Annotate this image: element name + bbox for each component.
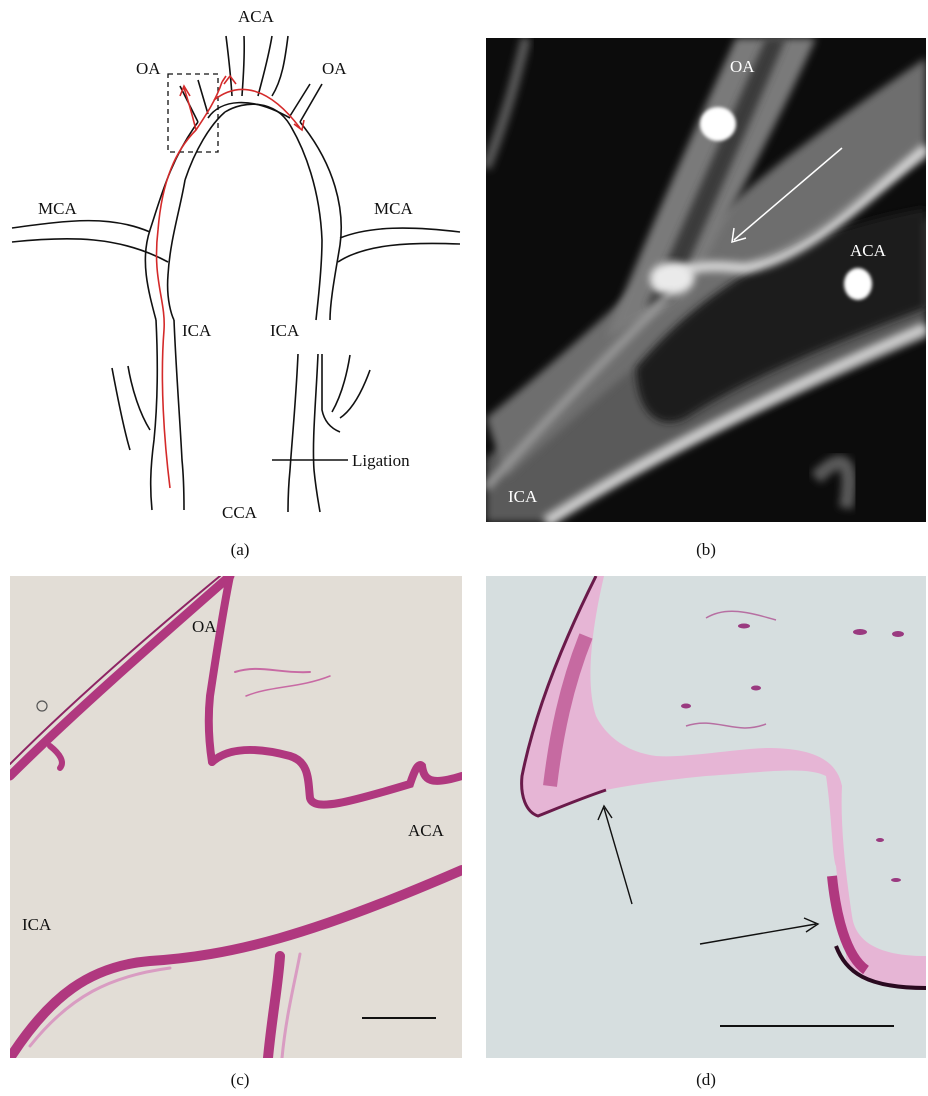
caption-a: (a)	[210, 540, 270, 560]
panel-d-histology	[486, 576, 926, 1058]
label-ligation: Ligation	[352, 452, 410, 469]
label-ica-left: ICA	[182, 322, 211, 339]
label-b-ica: ICA	[508, 488, 537, 505]
panel-c-histology: OA ACA ICA	[10, 576, 462, 1058]
aca-trunk-left-wall	[226, 36, 232, 96]
arrow-apex-2	[700, 924, 816, 944]
caption-b: (b)	[676, 540, 736, 560]
caption-c: (c)	[210, 1070, 270, 1090]
caption-d: (d)	[676, 1070, 736, 1090]
label-mca-right: MCA	[374, 200, 413, 217]
panel-a-schematic: ACA OA OA MCA MCA ICA ICA Ligation CCA	[0, 0, 470, 560]
label-b-aca: ACA	[850, 242, 886, 259]
panel-b-micrograph: OA ACA ICA	[486, 38, 926, 522]
label-c-ica: ICA	[22, 916, 51, 933]
label-oa-right: OA	[322, 60, 347, 77]
label-b-oa: OA	[730, 58, 755, 75]
label-c-oa: OA	[192, 618, 217, 635]
label-mca-left: MCA	[38, 200, 77, 217]
histology-image-c	[10, 576, 462, 1058]
label-c-aca: ACA	[408, 822, 444, 839]
micrograph-image	[486, 38, 926, 522]
label-aca: ACA	[238, 8, 274, 25]
label-cca: CCA	[222, 504, 257, 521]
label-oa-left: OA	[136, 60, 161, 77]
flow-arrow	[156, 76, 304, 488]
vessel-schematic	[0, 0, 470, 560]
histology-image-d	[486, 576, 926, 1058]
arrow-apex-1	[604, 808, 632, 904]
label-ica-right: ICA	[270, 322, 299, 339]
